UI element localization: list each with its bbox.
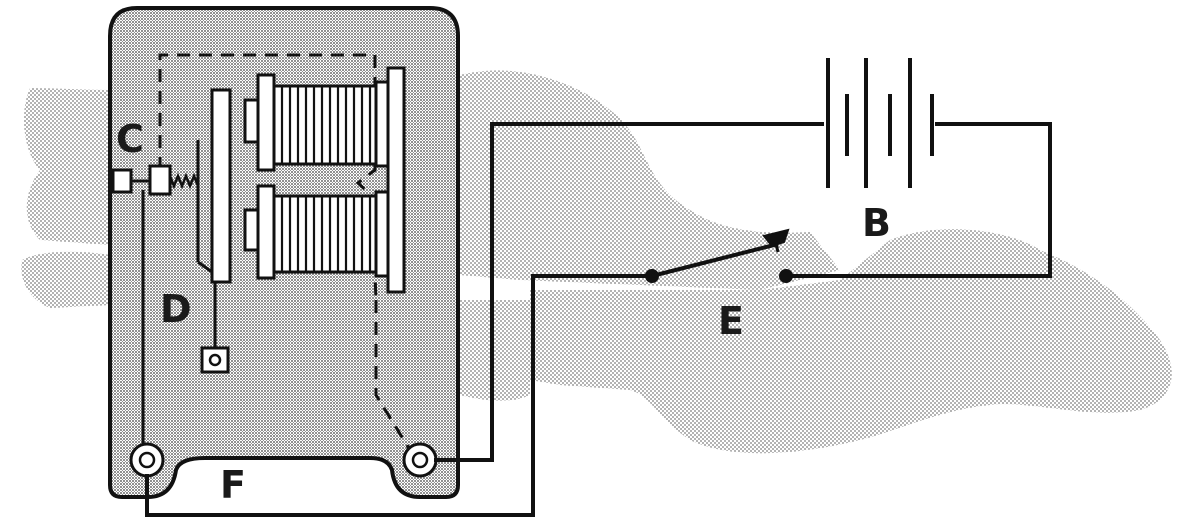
wire-switch-to-left-terminal (145, 274, 654, 517)
armature-post (200, 346, 230, 374)
label-e: E (718, 299, 744, 343)
wire-battery-to-switch (784, 122, 1052, 278)
contact-screw (111, 164, 200, 196)
push-switch (645, 228, 793, 283)
terminal-left (129, 442, 165, 478)
label-f: F (220, 463, 246, 507)
terminal-right (402, 442, 438, 478)
label-b: B (862, 201, 891, 245)
coil-lower (243, 184, 390, 280)
coil-upper (243, 73, 390, 172)
armature (196, 88, 232, 374)
dashed-wire-bottom (374, 300, 412, 451)
wire-right-terminal-to-battery (434, 122, 824, 462)
battery (826, 58, 934, 188)
label-c: C (116, 117, 144, 161)
label-d: D (160, 287, 192, 331)
yoke-bar (386, 66, 406, 294)
